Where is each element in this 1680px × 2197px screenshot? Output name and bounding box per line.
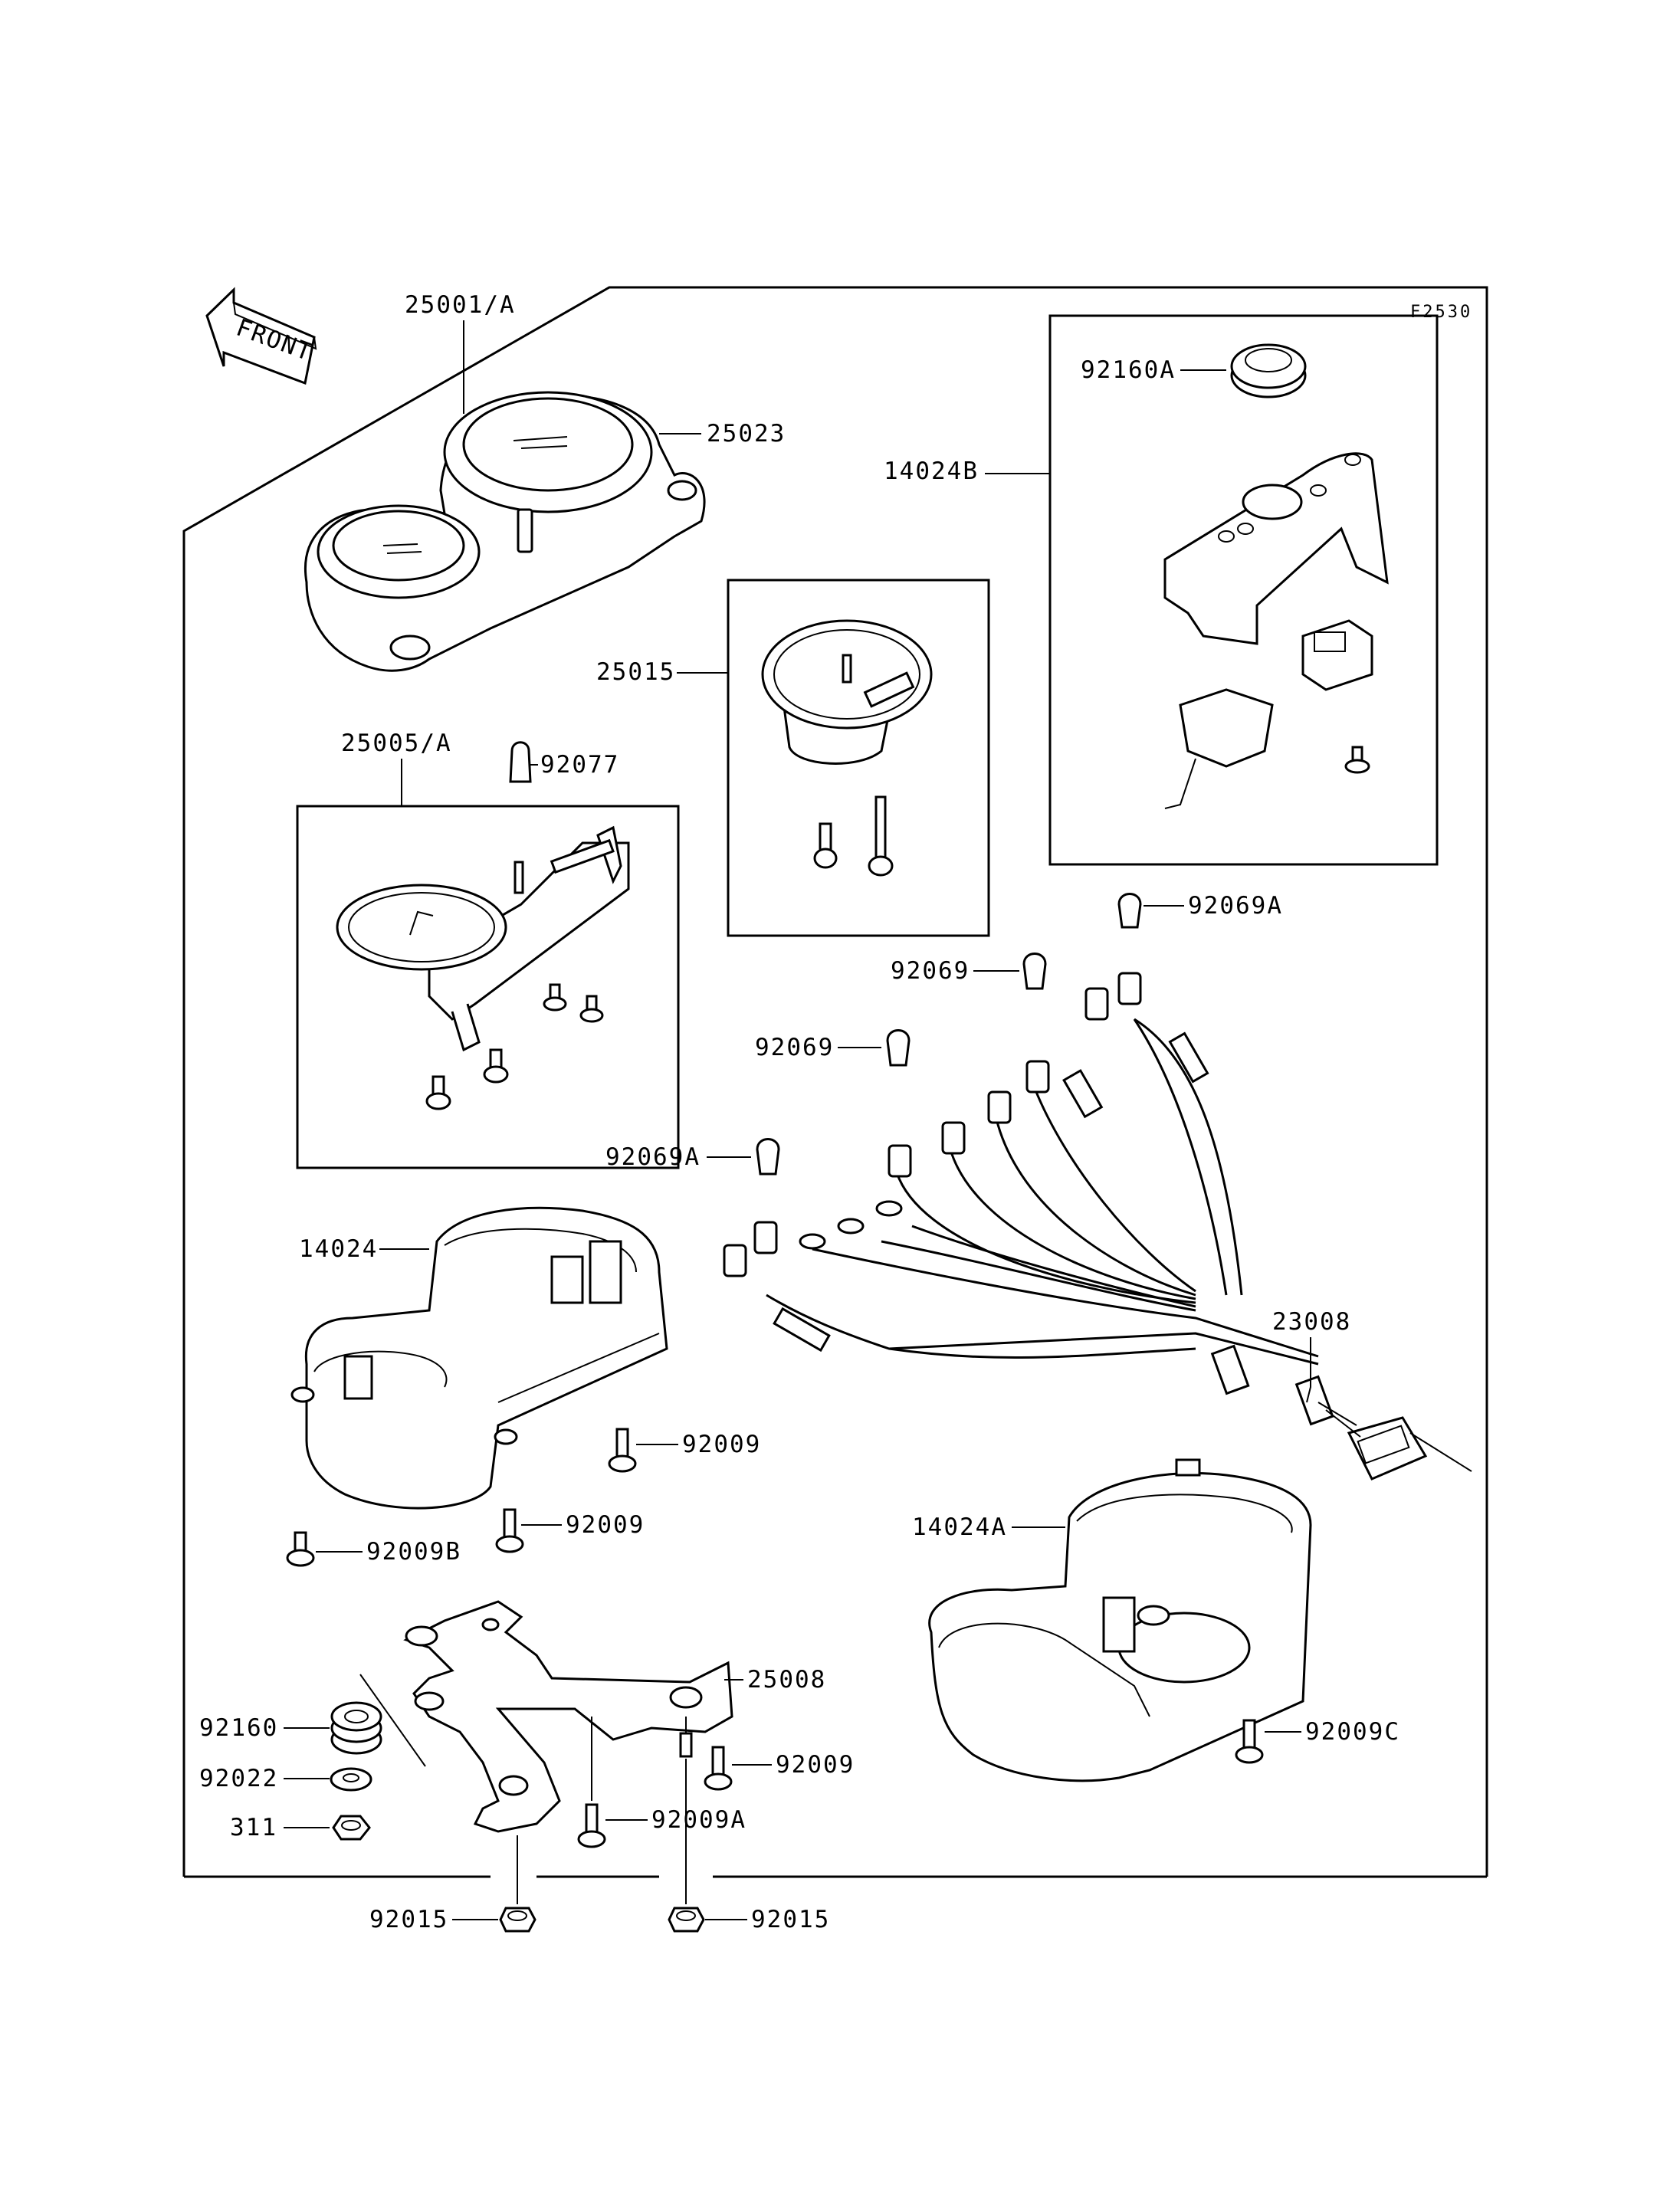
screw-25005A-b (579, 995, 604, 1023)
screw-92009C (1235, 1719, 1264, 1764)
screw-25005A-d (483, 1048, 509, 1084)
label-92069A-top: 92069A (1188, 892, 1283, 920)
label-92009B: 92009B (366, 1538, 461, 1566)
label-92009C: 92009C (1305, 1718, 1400, 1746)
speedometer-25005A (336, 825, 630, 1052)
bulb-92077 (509, 741, 532, 783)
label-92022: 92022 (199, 1765, 278, 1792)
dashed-leader-92160 (359, 1674, 426, 1767)
label-92160: 92160 (199, 1714, 278, 1742)
wiring-harness-23008 (723, 972, 1472, 1481)
bulb-92069A-mid (756, 1138, 780, 1176)
bulb-92069-a (1022, 953, 1047, 990)
meter-case-lower-14024 (290, 1206, 668, 1510)
socket-14024B-right (1301, 619, 1373, 691)
label-14024: 14024 (299, 1235, 378, 1263)
label-311: 311 (230, 1814, 277, 1841)
label-92160A: 92160A (1081, 356, 1176, 384)
label-92015-a: 92015 (369, 1906, 448, 1933)
bulb-92069-b (886, 1029, 911, 1067)
label-92077: 92077 (540, 751, 619, 779)
label-25015: 25015 (596, 658, 675, 686)
nut-92015-a (499, 1907, 536, 1933)
screw-92009-a (608, 1428, 637, 1473)
label-14024B: 14024B (884, 457, 979, 485)
tachometer-25015 (761, 619, 933, 765)
front-arrow-icon: FRONT (205, 287, 317, 385)
label-92009-b: 92009 (566, 1511, 645, 1539)
socket-14024B-left (1164, 688, 1274, 809)
screw-92009A (577, 1803, 606, 1848)
cover-14024B (1163, 452, 1389, 645)
screw-25015-left (813, 822, 838, 869)
screw-92009-c (704, 1746, 733, 1791)
label-92009-c: 92009 (776, 1751, 855, 1779)
label-92009-a: 92009 (682, 1431, 761, 1458)
box-25005A (296, 805, 680, 1169)
stud-25008-body (679, 1732, 693, 1758)
label-25008: 25008 (747, 1666, 826, 1694)
nut-311 (332, 1815, 371, 1841)
label-92009A: 92009A (651, 1806, 746, 1834)
screw-25015-right (868, 795, 894, 877)
bulb-92069A-top (1117, 893, 1142, 929)
grommet-92160A (1230, 343, 1307, 398)
screw-92009B (286, 1531, 315, 1567)
screw-25005A-a (543, 983, 567, 1012)
label-14024A: 14024A (912, 1513, 1007, 1541)
washer-92022 (330, 1767, 372, 1792)
label-92069-b: 92069 (755, 1034, 834, 1061)
meter-case-25023 (304, 391, 706, 672)
label-92069-a: 92069 (891, 957, 970, 985)
leader-23008 (1306, 1337, 1311, 1403)
label-92069A-mid: 92069A (605, 1143, 701, 1171)
nut-92015-b (668, 1907, 705, 1933)
screw-92009-b (495, 1508, 524, 1553)
label-23008: 23008 (1272, 1308, 1351, 1336)
label-25023: 25023 (707, 420, 786, 448)
label-25001A: 25001/A (405, 291, 516, 319)
assembly-frame-outline (182, 286, 1488, 1877)
label-25005A: 25005/A (341, 730, 452, 757)
bracket-25008 (403, 1600, 733, 1833)
grommet-92160 (330, 1701, 382, 1755)
label-92015-b: 92015 (751, 1906, 830, 1933)
box-25015 (727, 579, 990, 937)
screw-25005A-c (425, 1075, 451, 1110)
cover-14024A (928, 1458, 1312, 1782)
box-14024B (1048, 314, 1439, 866)
screw-14024B (1344, 746, 1370, 774)
figure-code: F2530 (1410, 303, 1472, 322)
